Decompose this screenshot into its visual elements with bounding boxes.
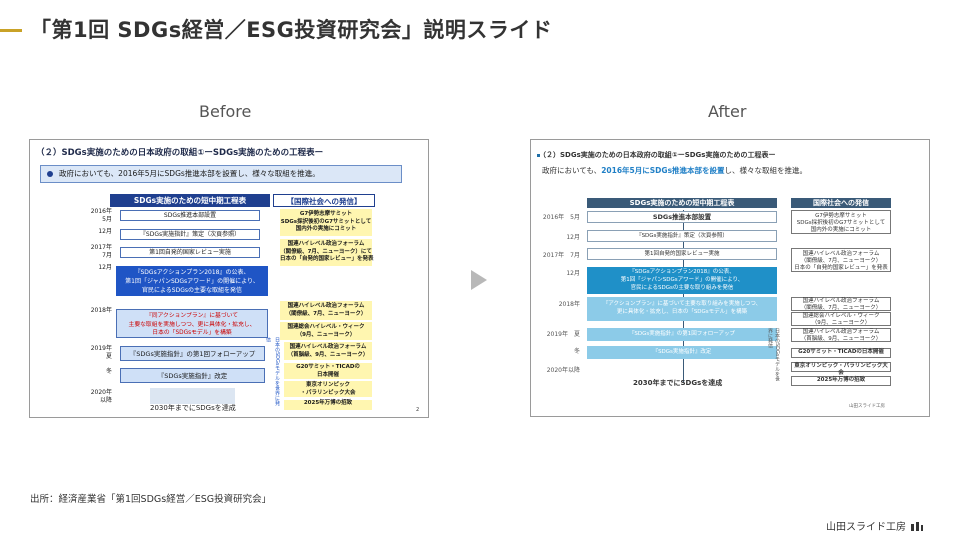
- after-item: 『SDGs実施指針』改定: [587, 346, 777, 359]
- timeline-line: [683, 210, 684, 382]
- summary-post: し、様々な取組を推進。: [724, 166, 808, 175]
- before-item: 『SDGs実施指針』策定（次頁参照）: [120, 229, 260, 240]
- after-item: 『SDGs実施指針』策定（次頁参照）: [587, 230, 777, 242]
- before-right-item: 国連ハイレベル政治フォーラム （閣僚級、7月、ニューヨーク）: [280, 301, 372, 320]
- after-item-plan: 『アクションプラン』に基づいて主要な取り組みを実施しつつ、 更に具体化・拡充し、…: [587, 297, 777, 321]
- after-right-item: 国連総会ハイレベル・ウィーク （9月、ニューヨーク）: [791, 312, 891, 326]
- after-col-right-head: 国際社会への発信: [791, 198, 891, 208]
- before-right-item: 国連ハイレベル政治フォーラム （首脳級、9月、ニューヨーク）: [284, 342, 372, 360]
- after-heading: （２）SDGs実施のための日本政府の取組①ーSDGs実施のための工程表ー: [539, 151, 776, 159]
- after-year: 12月: [566, 234, 580, 241]
- before-right-item: G20サミット・TICADの 日本開催: [284, 363, 372, 379]
- before-right-item: 東京オリンピック ・パラリンピック大会: [284, 381, 372, 397]
- after-item: SDGs推進本部設置: [587, 211, 777, 223]
- before-vertical-note: 日本のSDGsモデルを世界に発信: [265, 337, 280, 406]
- before-year: 12月: [98, 228, 112, 235]
- before-right-item: G7伊勢志摩サミット SDGs採択後初のG7サミットとして 国内外の実施にコミッ…: [280, 209, 372, 236]
- summary-pre: 政府においても、: [542, 166, 602, 175]
- before-page-number: 2: [416, 407, 420, 413]
- before-year: 2018年: [90, 307, 112, 314]
- after-item: 第1回自発的国家レビュー実施: [587, 248, 777, 260]
- after-item: 『SDGs実施指針』の第1回フォローアップ: [587, 328, 777, 341]
- after-bottom-goal: 2030年までにSDGsを達成: [633, 379, 723, 387]
- after-right-item: 国連ハイレベル政治フォーラム （閣僚級、7月、ニューヨーク） 日本の「自発的国家…: [791, 248, 891, 272]
- before-year: 2017年 7月: [90, 244, 112, 259]
- before-year: 2016年 5月: [90, 208, 112, 223]
- after-right-item: 国連ハイレベル政治フォーラム （閣僚級、7月、ニューヨーク）: [791, 297, 891, 311]
- after-right-item: 東京オリンピック・パラリンピック大会: [791, 362, 891, 376]
- heading-marker: [537, 154, 540, 157]
- after-year: 12月: [566, 270, 580, 277]
- page-title: 「第1回 SDGs経営／ESG投資研究会」説明スライド: [30, 18, 553, 42]
- before-year: 冬: [105, 368, 112, 375]
- before-item-plan: 『同アクションプラン』に基づいて 主要な取組を実施しつつ、更に具体化・拡充し、 …: [116, 309, 268, 338]
- before-right-item: 国連総会ハイレベル・ウィーク （9月、ニューヨーク）: [280, 322, 372, 340]
- transform-arrow-icon: [471, 270, 487, 290]
- after-footer-brand: 山田スライド工房: [849, 404, 885, 409]
- after-year: 2017年 7月: [542, 252, 580, 259]
- after-item-highlight: 『SDGsアクションプラン2018』の公表、 第1回「ジャパンSDGsアワード」…: [587, 267, 777, 294]
- before-year: 2020年 以降: [90, 389, 112, 404]
- before-label: Before: [199, 102, 252, 121]
- after-label: After: [708, 102, 747, 121]
- before-item: SDGs推進本部設置: [120, 210, 260, 221]
- after-year: 2018年: [558, 301, 580, 308]
- before-arrow-down: [150, 388, 235, 404]
- after-vertical-note: 日本のSDGsモデルを世界に発信: [767, 328, 780, 382]
- after-right-item: G7伊勢志摩サミット SDGs採択後初のG7サミットとして 国内外の実施にコミッ…: [791, 210, 891, 234]
- source-note: 出所：経済産業省「第1回SDGs経営／ESG投資研究会」: [30, 494, 272, 505]
- after-right-item: G20サミット・TICADの日本開催: [791, 348, 891, 358]
- before-item: 第1回自発的国家レビュー実施: [120, 247, 260, 258]
- before-year: 2019年 夏: [90, 345, 112, 360]
- after-summary: 政府においても、2016年5月にSDGs推進本部を設置し、様々な取組を推進。: [542, 167, 807, 175]
- brand-name: 山田スライド工房: [826, 522, 906, 533]
- before-summary-text: 政府においても、2016年5月にSDGs推進本部を設置し、様々な取組を推進。: [59, 169, 320, 178]
- bullet-icon: [47, 171, 53, 177]
- after-right-item: 国連ハイレベル政治フォーラム （首脳級、9月、ニューヨーク）: [791, 328, 891, 342]
- before-col-right-head: 【国際社会への発信】: [273, 194, 375, 207]
- after-year: 2019年 夏: [546, 331, 580, 338]
- before-year: 12月: [98, 264, 112, 271]
- before-item: 『SDGs実施指針』改定: [120, 368, 265, 383]
- brand-logo-icon: [911, 522, 923, 531]
- after-year: 2020年以降: [546, 367, 580, 374]
- before-col-left-head: SDGs実施のための短中期工程表: [110, 194, 270, 207]
- after-year: 2016年 5月: [542, 214, 580, 221]
- after-right-item: 2025年万博の招致: [791, 376, 891, 386]
- before-item-highlight: 『SDGsアクションプラン2018』の公表、 第1回「ジャパンSDGsアワード」…: [116, 266, 268, 296]
- after-col-left-head: SDGs実施のための短中期工程表: [587, 198, 777, 208]
- summary-highlight: 2016年5月にSDGs推進本部を設置: [601, 166, 725, 175]
- before-bottom-goal: 2030年までにSDGsを達成: [150, 404, 236, 412]
- before-right-item: 国連ハイレベル政治フォーラム （閣僚級、7月、ニューヨーク）にて 日本の「自発的…: [280, 239, 374, 266]
- before-slide: （２）SDGs実施のための日本政府の取組①ーSDGs実施のための工程表ー 政府に…: [29, 139, 429, 418]
- before-item: 『SDGs実施指針』の第1回フォローアップ: [120, 346, 265, 361]
- before-heading: （２）SDGs実施のための日本政府の取組①ーSDGs実施のための工程表ー: [36, 148, 324, 158]
- title-accent-bar: [0, 29, 22, 32]
- after-slide: （２）SDGs実施のための日本政府の取組①ーSDGs実施のための工程表ー 政府に…: [530, 139, 930, 417]
- before-right-item: 2025年万博の招致: [284, 400, 372, 410]
- brand-footer: 山田スライド工房: [826, 518, 924, 533]
- before-summary-band: 政府においても、2016年5月にSDGs推進本部を設置し、様々な取組を推進。: [40, 165, 402, 183]
- after-year: 冬: [573, 348, 580, 355]
